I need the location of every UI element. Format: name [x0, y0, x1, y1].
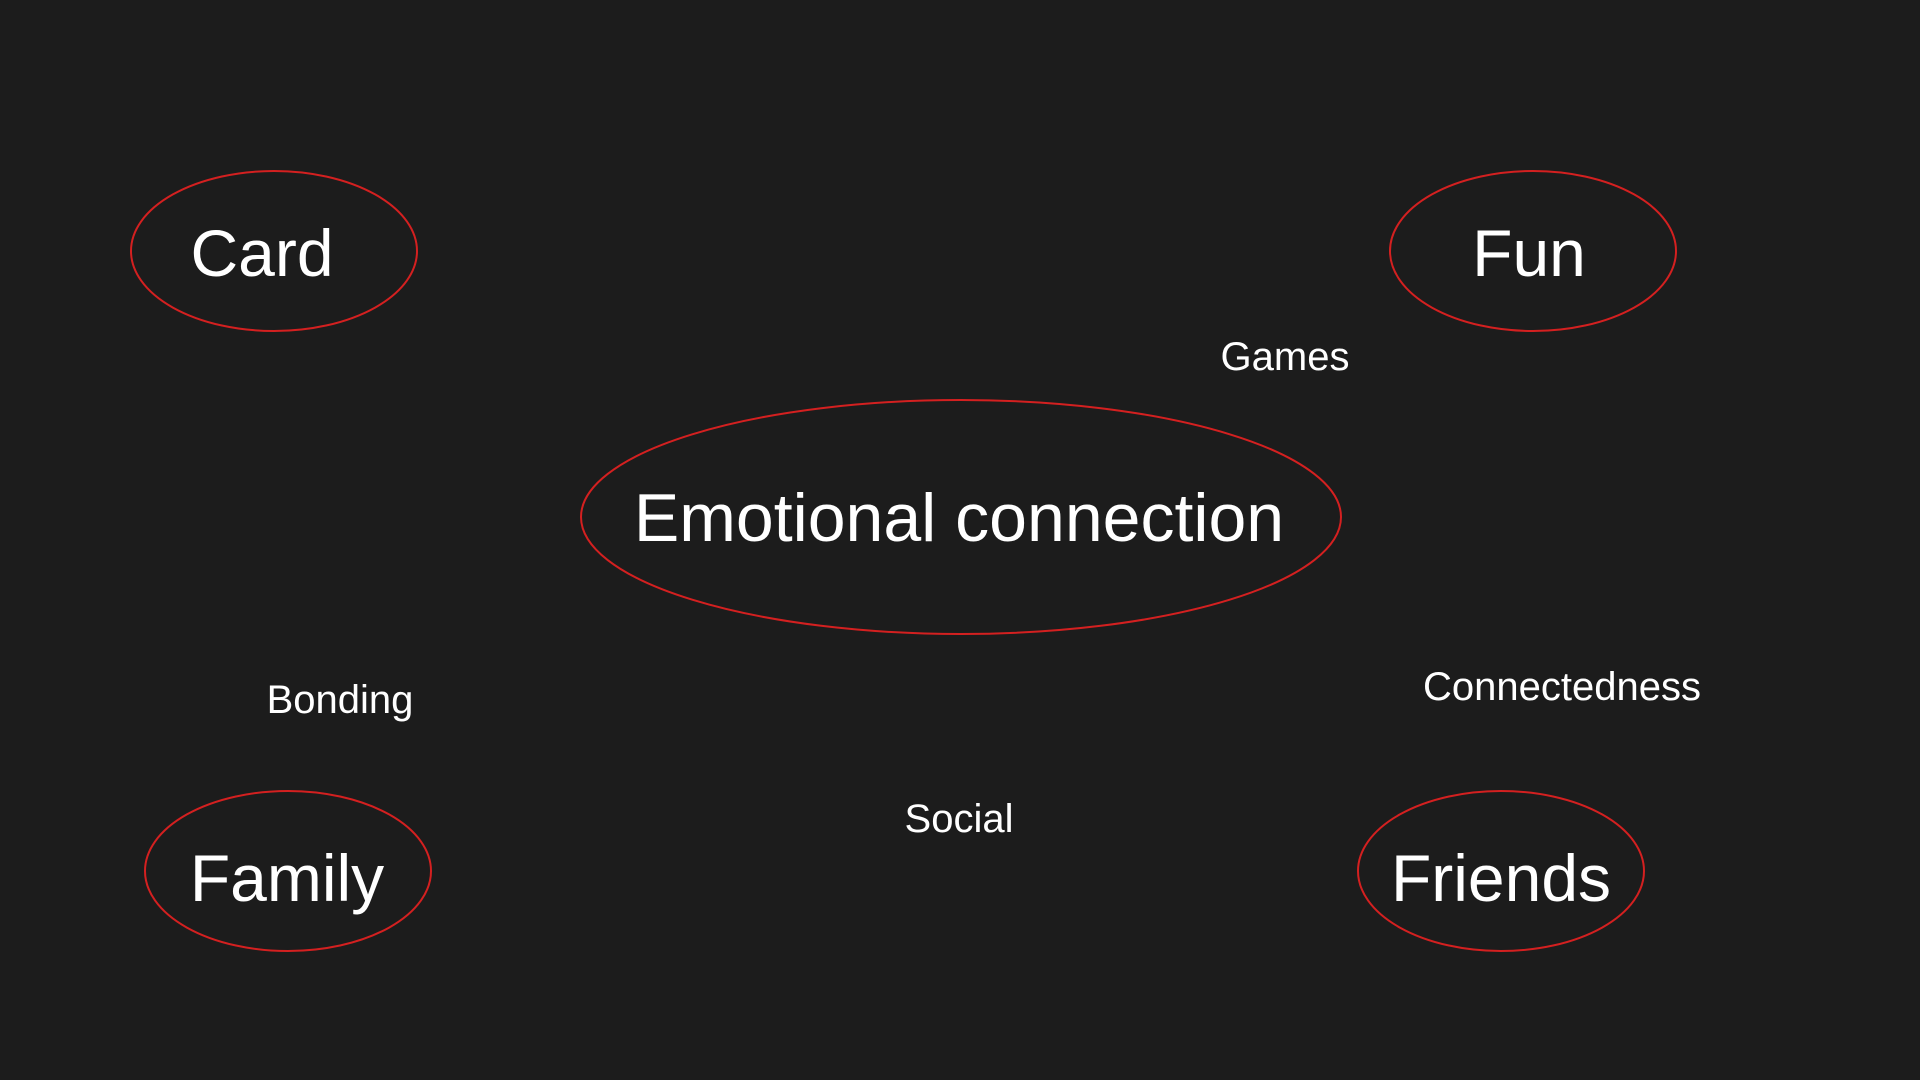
node-family: Family [144, 790, 432, 952]
node-friends-label: Friends [1391, 841, 1611, 915]
node-family-label: Family [190, 841, 384, 915]
node-friends-oval [1357, 790, 1645, 952]
node-emotional-connection-label: Emotional connection [634, 480, 1284, 556]
node-family-oval [144, 790, 432, 952]
link-label-social: Social [905, 797, 1014, 841]
link-label-connectedness: Connectedness [1423, 665, 1701, 709]
node-fun: Fun [1389, 170, 1677, 332]
node-card: Card [130, 170, 418, 332]
link-label-bonding: Bonding [267, 678, 414, 722]
node-friends: Friends [1357, 790, 1645, 952]
node-fun-label: Fun [1472, 216, 1586, 290]
node-card-label: Card [190, 216, 333, 290]
node-emotional-connection-oval [580, 399, 1342, 635]
node-card-oval [130, 170, 418, 332]
link-label-games: Games [1221, 335, 1350, 379]
node-emotional-connection: Emotional connection [580, 399, 1342, 635]
node-fun-oval [1389, 170, 1677, 332]
